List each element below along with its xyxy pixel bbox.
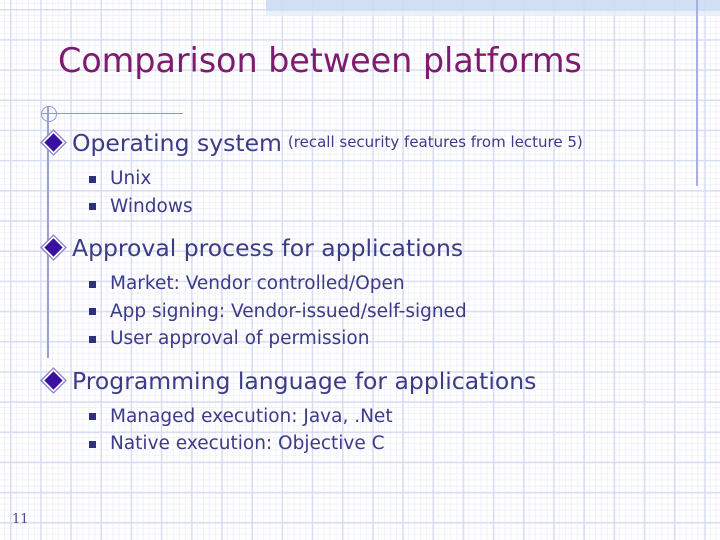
decorative-horizontal-rule	[41, 112, 183, 115]
diamond-bullet-icon	[44, 238, 63, 257]
top-level-bullet: Programming language for applications	[44, 366, 694, 396]
content-section: Approval process for applications Market…	[44, 233, 694, 353]
square-bullet-icon	[89, 413, 96, 420]
content-section: Programming language for applications Ma…	[44, 366, 694, 458]
top-level-bullet: Operating system (recall security featur…	[44, 128, 694, 158]
sub-bullet: Market: Vendor controlled/Open	[44, 270, 694, 298]
sub-bullet-label: App signing: Vendor-issued/self-signed	[110, 300, 467, 322]
slide-page-number: 11	[12, 512, 29, 527]
slide-title: Comparison between platforms	[58, 41, 582, 80]
sub-bullet-label: Native execution: Objective C	[110, 433, 385, 454]
sub-bullet-label: Unix	[110, 168, 152, 189]
spacer	[44, 353, 694, 366]
sub-bullet: Unix	[44, 165, 694, 193]
spacer	[44, 220, 694, 233]
diamond-bullet-icon	[44, 133, 63, 152]
diamond-bullet-icon	[44, 370, 63, 390]
square-bullet-icon	[89, 280, 96, 288]
sub-bullet-label: Market: Vendor controlled/Open	[110, 273, 405, 294]
bullet-heading: Operating system	[72, 129, 282, 157]
bullet-heading: Approval process for applications	[72, 234, 464, 262]
bullet-heading-note: (recall security features from lecture 5…	[287, 133, 583, 151]
decorative-circle-icon	[41, 106, 57, 122]
square-bullet-icon	[89, 335, 96, 343]
spacer	[44, 396, 694, 403]
square-bullet-icon	[89, 203, 96, 210]
content-section: Operating system (recall security featur…	[44, 128, 694, 220]
spacer	[44, 158, 694, 165]
square-bullet-icon	[89, 440, 96, 448]
sub-bullet-label: User approval of permission	[110, 328, 370, 349]
sub-bullet-label: Managed execution: Java, .Net	[110, 405, 393, 427]
sub-bullet: Windows	[44, 193, 694, 221]
square-bullet-icon	[89, 308, 96, 315]
top-level-bullet: Approval process for applications	[44, 233, 694, 263]
square-bullet-icon	[89, 175, 96, 183]
sub-bullet: User approval of permission	[44, 325, 694, 353]
right-accent-rule	[696, 0, 699, 186]
sub-bullet-label: Windows	[110, 195, 193, 217]
sub-bullet: Managed execution: Java, .Net	[44, 403, 694, 431]
sub-bullet: App signing: Vendor-issued/self-signed	[44, 298, 694, 326]
spacer	[44, 263, 694, 270]
slide-body: Operating system (recall security featur…	[44, 128, 694, 458]
top-accent-band	[266, 0, 720, 11]
top-accent-band-shadow	[266, 11, 720, 16]
bullet-heading: Programming language for applications	[72, 366, 537, 395]
sub-bullet: Native execution: Objective C	[44, 430, 694, 458]
